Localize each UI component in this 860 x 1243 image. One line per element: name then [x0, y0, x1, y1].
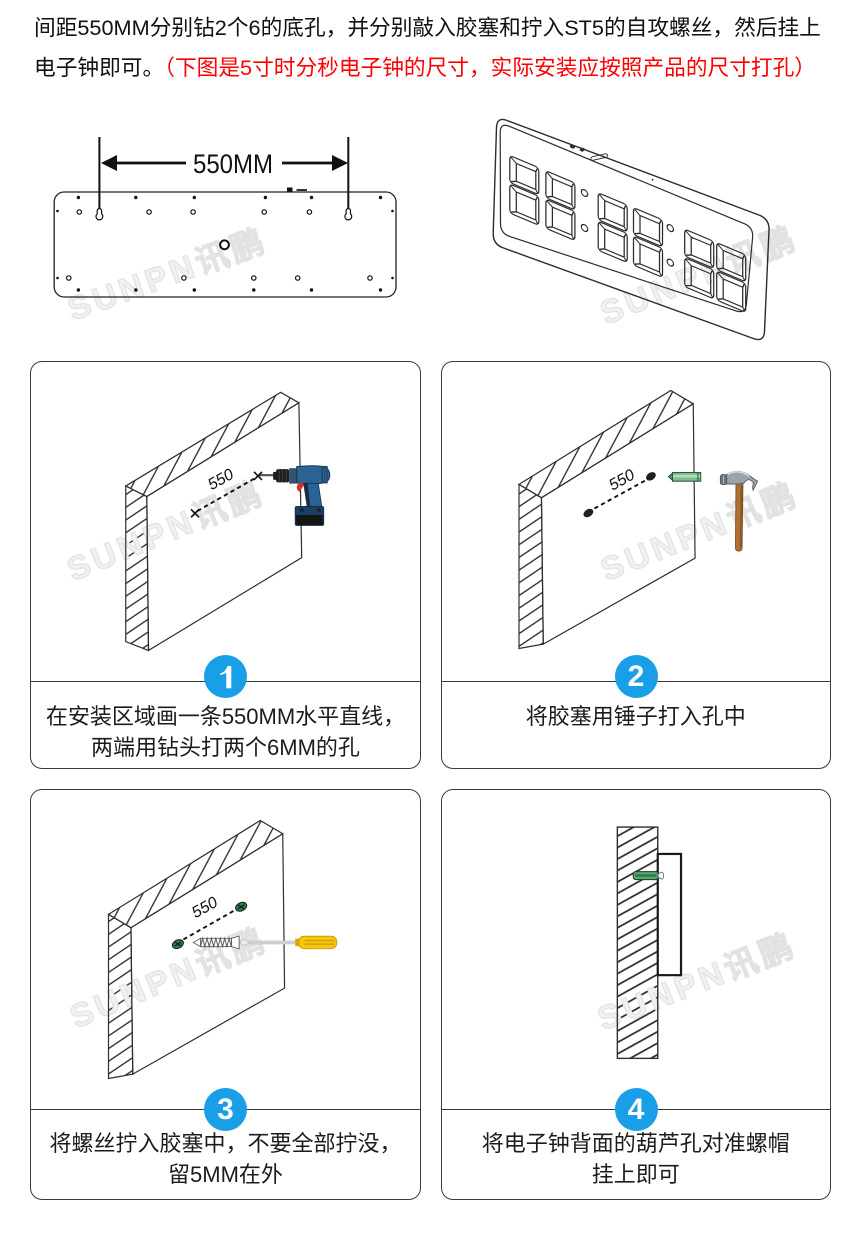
svg-text:550MM: 550MM [193, 149, 273, 179]
svg-text:SUNPN讯鹏: SUNPN讯鹏 [63, 221, 273, 327]
